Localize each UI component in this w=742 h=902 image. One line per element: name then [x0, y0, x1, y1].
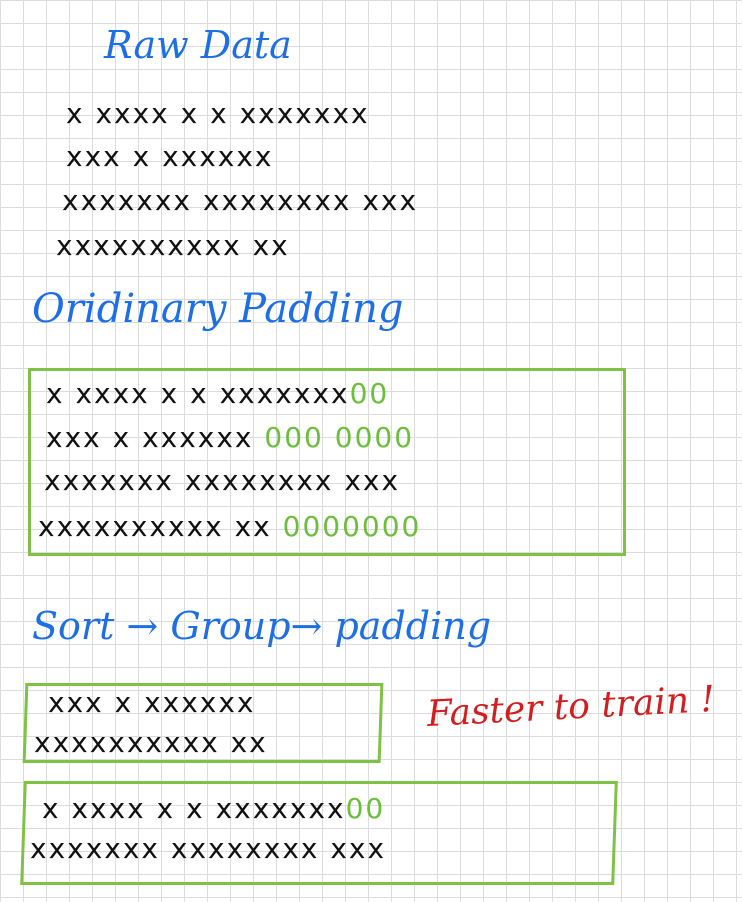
raw-row: x xxxx x x xxxxxxx: [66, 97, 370, 130]
row-padding: 00: [349, 377, 390, 410]
grouped-row: xxxxxxxxxx xx: [34, 729, 268, 757]
sort-group-padding-heading: Sort → Group→ padding: [32, 604, 492, 648]
padded-row: xxxxxxxxxx xx 0000000: [38, 513, 421, 541]
ordinary-padding-heading: Oridinary Padding: [32, 286, 404, 332]
row-tokens: xxx x xxxxxx: [46, 421, 265, 454]
raw-row: xxxxxxx xxxxxxxx xxx: [62, 184, 419, 217]
grouped-row: xxxxxxx xxxxxxxx xxx: [30, 835, 386, 863]
ordinary-padding-box: [28, 368, 626, 556]
padded-row: x xxxx x x xxxxxxx00: [46, 380, 389, 408]
row-tokens: xxxxxxx xxxxxxxx xxx: [30, 832, 387, 865]
row-tokens: xxxxxxx xxxxxxxx xxx: [44, 464, 401, 497]
row-tokens: x xxxx x x xxxxxxx: [42, 792, 346, 825]
padded-row: xxx x xxxxxx 000 0000: [46, 424, 414, 452]
row-tokens: xxx x xxxxxx: [48, 686, 256, 719]
row-padding: 0000000: [282, 510, 422, 543]
row-padding: 00: [345, 792, 386, 825]
row-padding: 000 0000: [264, 421, 415, 454]
padded-row: xxxxxxx xxxxxxxx xxx: [44, 467, 400, 495]
raw-row: xxxxxxxxxx xx: [56, 229, 290, 262]
row-tokens: x xxxx x x xxxxxxx: [46, 377, 350, 410]
raw-data-heading: Raw Data: [104, 23, 292, 67]
row-tokens: xxxxxxxxxx xx: [34, 726, 268, 759]
row-tokens: xxxxxxxxxx xx: [38, 510, 283, 543]
faster-to-train-note: Faster to train !: [425, 678, 716, 735]
raw-row: xxx x xxxxxx: [66, 140, 274, 173]
grouped-row: xxx x xxxxxx: [48, 689, 256, 717]
grouped-row: x xxxx x x xxxxxxx00: [42, 795, 385, 823]
